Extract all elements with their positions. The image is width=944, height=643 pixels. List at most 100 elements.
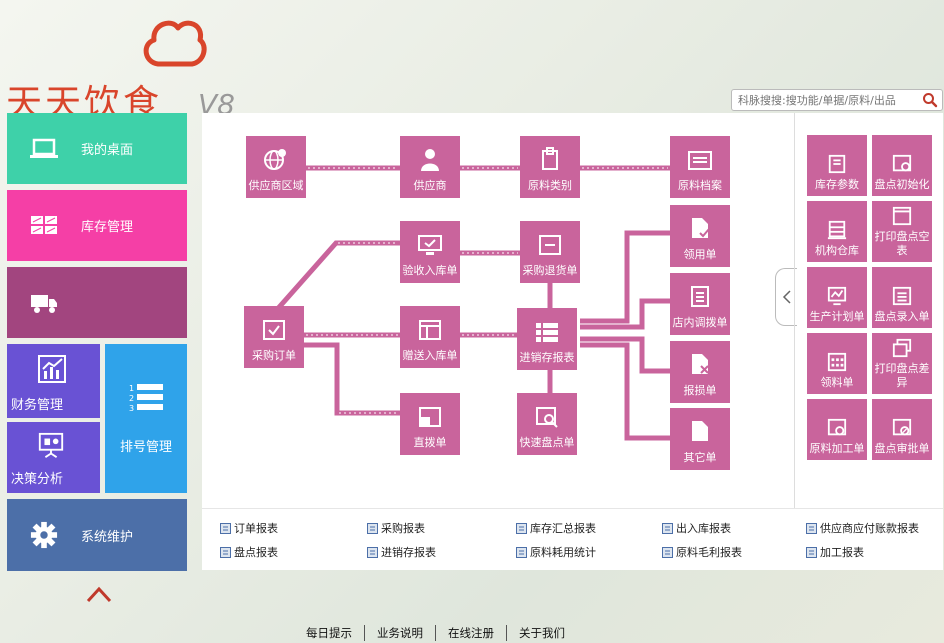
- btn-material-pick[interactable]: 领料单: [807, 333, 867, 394]
- nav-finance-management[interactable]: 财务管理: [7, 344, 100, 418]
- gear-icon: [30, 521, 58, 549]
- btn-count-approve[interactable]: 盘点审批单: [872, 399, 932, 460]
- footer-business-info[interactable]: 业务说明: [377, 626, 423, 640]
- flow-other-label: 其它单: [683, 451, 717, 464]
- btn-material-process[interactable]: 原料加工单: [807, 399, 867, 460]
- report-order[interactable]: 订单报表: [220, 520, 278, 536]
- flow-supplier-region[interactable]: 供应商区域: [246, 136, 306, 198]
- report-icon: [367, 546, 378, 558]
- numbered-list-icon: 1 2 3: [129, 384, 163, 413]
- svg-text:1: 1: [129, 384, 134, 393]
- report-process-label: 加工报表: [820, 546, 864, 559]
- report-icon: [367, 522, 378, 534]
- report-icon: [806, 522, 817, 534]
- main-panel: 供应商区域 供应商 原料类别 原料档案 验收入库单 采购退货单 领用单 采: [202, 113, 943, 570]
- nav-numbering-management[interactable]: 1 2 3 排号管理: [105, 344, 187, 493]
- report-stock-summary[interactable]: 库存汇总报表: [516, 520, 596, 536]
- report-material-margin[interactable]: 原料毛利报表: [662, 544, 742, 560]
- chevron-left-icon: [782, 290, 791, 304]
- btn-print-count-diff[interactable]: 打印盘点差异: [872, 333, 932, 394]
- report-material-margin-label: 原料毛利报表: [676, 546, 742, 559]
- flow-direct-transfer-label: 直拨单: [413, 436, 447, 449]
- form-icon: [892, 286, 912, 306]
- report-icon: [662, 522, 673, 534]
- report-io-label: 出入库报表: [676, 522, 731, 535]
- nav-stock-management[interactable]: 库存管理: [7, 190, 187, 261]
- nav-my-desktop[interactable]: 我的桌面: [7, 113, 187, 184]
- nav-system-maintenance[interactable]: 系统维护: [7, 499, 187, 571]
- collapse-up-icon[interactable]: [85, 584, 113, 604]
- notepad-icon: [691, 286, 709, 307]
- layout-icon: [419, 320, 441, 340]
- flow-damage-label: 报损单: [683, 384, 717, 397]
- flow-supplier-region-label: 供应商区域: [248, 179, 304, 192]
- btn-org-warehouse-label: 机构仓库: [815, 244, 859, 257]
- flow-gift-in-label: 赠送入库单: [402, 349, 458, 362]
- btn-print-blank-count[interactable]: 打印盘点空表: [872, 201, 932, 262]
- flow-receive-in[interactable]: 验收入库单: [400, 221, 460, 283]
- flow-other[interactable]: 其它单: [670, 408, 730, 470]
- warehouse-icon: [31, 215, 57, 234]
- flow-inventory-report[interactable]: 进销存报表: [517, 308, 577, 370]
- footer-about-us[interactable]: 关于我们: [519, 626, 565, 640]
- report-purchase[interactable]: 采购报表: [367, 520, 425, 536]
- truck-icon: [31, 294, 57, 313]
- flow-material-archive[interactable]: 原料档案: [670, 136, 730, 198]
- window-icon: [892, 206, 912, 226]
- btn-org-warehouse[interactable]: 机构仓库: [807, 201, 867, 262]
- nav-numbering-label: 排号管理: [119, 440, 172, 455]
- report-process[interactable]: 加工报表: [806, 544, 864, 560]
- footer-daily-tip[interactable]: 每日提示: [306, 626, 352, 640]
- flow-requisition-label: 领用单: [683, 248, 717, 261]
- flow-purchase-order[interactable]: 采购订单: [244, 306, 304, 368]
- report-inventory-label: 进销存报表: [381, 546, 436, 559]
- footer-links: 每日提示 业务说明 在线注册 关于我们: [294, 624, 577, 642]
- report-purchase-label: 采购报表: [381, 522, 425, 535]
- report-inventory[interactable]: 进销存报表: [367, 544, 436, 560]
- flow-material-category[interactable]: 原料类别: [520, 136, 580, 198]
- nav-delivery[interactable]: [7, 267, 187, 338]
- nav-system-label: 系统维护: [81, 529, 134, 545]
- footer-divider: [435, 625, 436, 641]
- flow-inventory-report-label: 进销存报表: [519, 351, 575, 364]
- btn-production-plan[interactable]: 生产计划单: [807, 267, 867, 328]
- btn-stock-params[interactable]: 库存参数: [807, 135, 867, 196]
- nav-stock-management-label: 库存管理: [81, 220, 134, 235]
- btn-count-entry[interactable]: 盘点录入单: [872, 267, 932, 328]
- flow-store-transfer[interactable]: 店内调拨单: [670, 273, 730, 335]
- report-material-usage[interactable]: 原料耗用统计: [516, 544, 596, 560]
- document-icon: [692, 421, 708, 441]
- person-icon: [421, 149, 439, 171]
- report-count-label: 盘点报表: [234, 546, 278, 559]
- btn-count-init[interactable]: 盘点初始化: [872, 135, 932, 196]
- flow-requisition[interactable]: 领用单: [670, 205, 730, 267]
- flow-damage[interactable]: 报损单: [670, 341, 730, 403]
- flow-store-transfer-label: 店内调拨单: [672, 316, 728, 329]
- report-icon: [220, 546, 231, 558]
- flow-material-category-label: 原料类别: [528, 179, 572, 192]
- collapse-panel-button[interactable]: [775, 268, 797, 326]
- flow-receive-in-label: 验收入库单: [402, 264, 458, 277]
- windows-stack-icon: [892, 338, 912, 358]
- flow-direct-transfer[interactable]: 直拨单: [400, 393, 460, 455]
- report-links: 订单报表 采购报表 库存汇总报表 出入库报表 供应商应付账款报表 盘点报表 进销…: [202, 508, 943, 570]
- search-input[interactable]: [732, 90, 918, 110]
- search-icon[interactable]: [922, 92, 938, 108]
- report-count[interactable]: 盘点报表: [220, 544, 278, 560]
- flow-quick-count[interactable]: 快速盘点单: [517, 393, 577, 455]
- flow-purchase-return[interactable]: 采购退货单: [520, 221, 580, 283]
- report-supplier-payable[interactable]: 供应商应付账款报表: [806, 520, 919, 536]
- flow-material-archive-label: 原料档案: [678, 179, 722, 192]
- svg-text:2: 2: [129, 394, 134, 403]
- svg-text:3: 3: [129, 404, 134, 413]
- window-minus-icon: [539, 235, 561, 255]
- nav-decision-analysis[interactable]: 决策分析: [7, 422, 100, 493]
- footer-divider: [364, 625, 365, 641]
- search-window-icon: [536, 407, 558, 428]
- list-icon: [536, 323, 558, 342]
- footer-online-register[interactable]: 在线注册: [448, 626, 494, 640]
- flow-supplier[interactable]: 供应商: [400, 136, 460, 198]
- business-flow-diagram: 供应商区域 供应商 原料类别 原料档案 验收入库单 采购退货单 领用单 采: [202, 113, 792, 508]
- report-io[interactable]: 出入库报表: [662, 520, 731, 536]
- flow-gift-in[interactable]: 赠送入库单: [400, 306, 460, 368]
